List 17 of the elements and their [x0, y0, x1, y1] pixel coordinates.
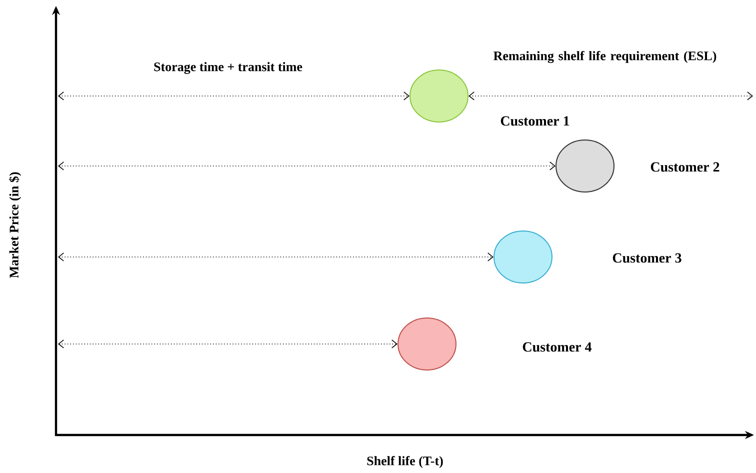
axis-title: Market Price (in $): [8, 172, 22, 278]
double-arrow: [58, 340, 398, 348]
customer-label: Customer 4: [522, 342, 592, 352]
double-arrow: [468, 92, 753, 100]
double-arrow: [58, 92, 410, 100]
customer-label: Customer 1: [500, 116, 570, 126]
customer-label: Customer 3: [612, 253, 682, 263]
customer-circle: [556, 140, 614, 192]
customer-circle: [410, 70, 468, 122]
double-arrow: [58, 252, 494, 262]
customer-circle: [494, 230, 552, 284]
double-arrow: [58, 162, 556, 170]
axis-title: Shelf life (T-t): [367, 456, 443, 468]
customer-label: Customer 2: [650, 162, 720, 172]
customer-circle: [398, 318, 456, 370]
interval-label: Remaining shelf life requirement (ESL): [494, 50, 716, 63]
interval-label: Storage time + transit time: [154, 62, 302, 74]
